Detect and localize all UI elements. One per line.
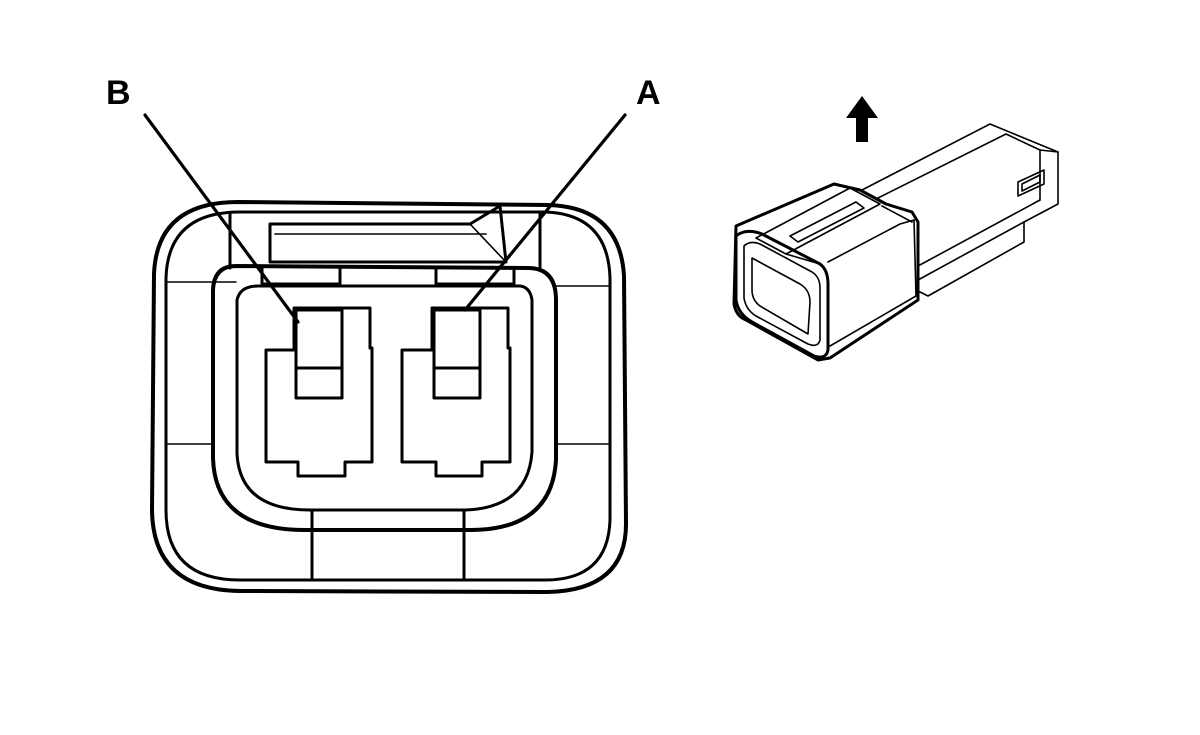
front-housing-right-edge [881, 205, 913, 223]
locking-latch [228, 204, 508, 270]
pin-label-b: B [106, 74, 131, 112]
terminal-cavity-b [264, 306, 374, 478]
rear-body-window-inner [1021, 174, 1041, 192]
rear-body-side-2 [917, 221, 1025, 281]
terminal-cavity-a [400, 306, 512, 478]
connector-face-view: B A [106, 74, 661, 594]
connector-isometric-view [732, 96, 1059, 362]
leader-line-a [463, 113, 627, 312]
top-key-right [434, 266, 516, 286]
terminal-b-blade [294, 308, 344, 400]
terminal-b-outline [264, 306, 374, 478]
pin-label-a: A [636, 74, 661, 112]
housing-outer-outline [150, 200, 628, 594]
front-face-inner [743, 241, 821, 347]
terminal-a-outline [400, 306, 512, 478]
rear-body-window [1017, 169, 1045, 197]
front-latch-edge [785, 253, 821, 265]
front-housing-outline [732, 182, 920, 362]
leader-line-b [143, 113, 300, 324]
cavity-shell [211, 264, 558, 532]
front-housing-right-panel [827, 219, 917, 347]
cavity-wall [235, 284, 534, 512]
latch-slope [469, 223, 507, 263]
front-face-cavity [751, 257, 811, 335]
front-latch-slot [789, 201, 865, 243]
top-key-left [260, 266, 342, 286]
housing-inner-outline [164, 210, 612, 582]
up-arrow-icon [846, 96, 878, 142]
rear-body-side-1 [917, 199, 1041, 267]
front-latch-outline [755, 187, 881, 255]
terminal-a-blade [432, 308, 482, 400]
rear-body-outline [861, 123, 1059, 297]
rear-body-ridge [1039, 149, 1059, 153]
front-face-outer [734, 229, 830, 359]
rear-body-top-edge [877, 133, 1041, 201]
